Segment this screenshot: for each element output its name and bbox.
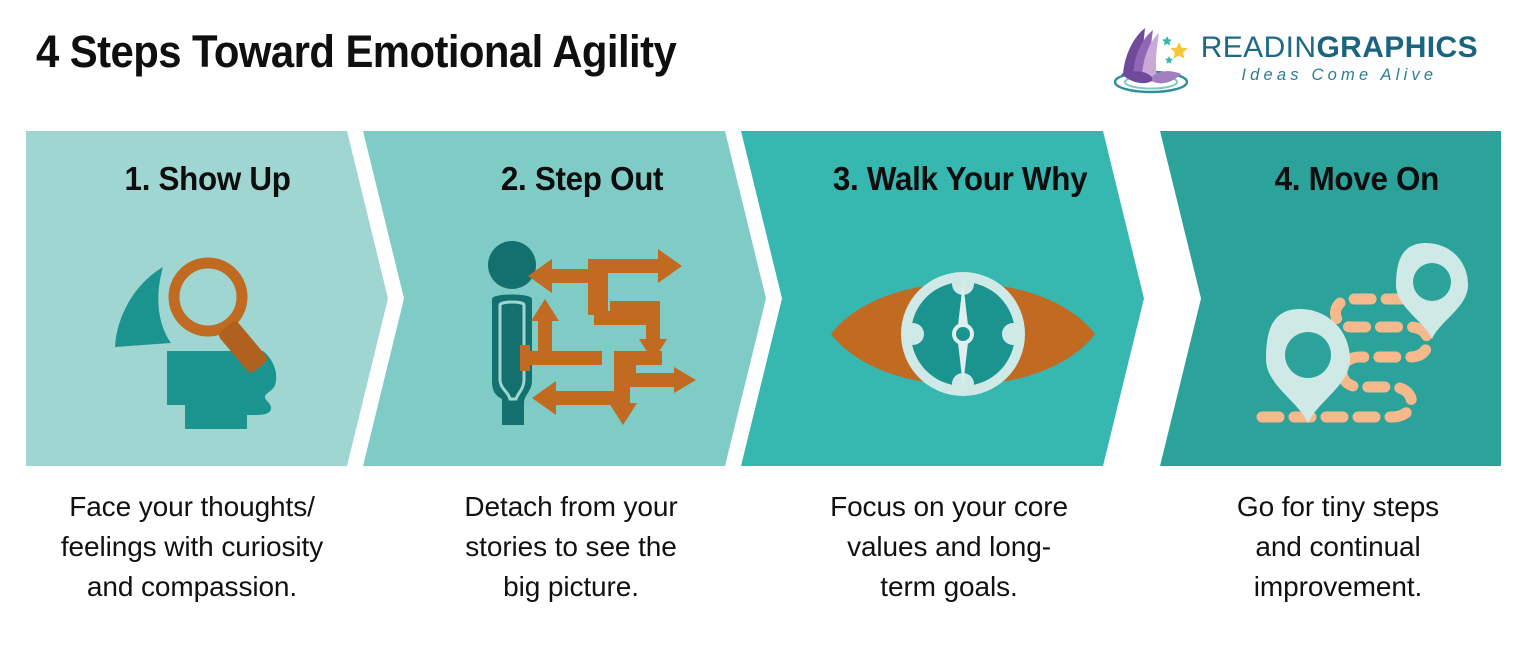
step-chevron-2[interactable]: 2. Step Out [363, 131, 766, 466]
page-title: 4 Steps Toward Emotional Agility [36, 26, 677, 77]
caption-line: values and long- [847, 531, 1051, 562]
open-head-with-magnifier-icon [26, 231, 388, 436]
caption-line: big picture. [503, 571, 639, 602]
map-pins-with-dashed-route-icon [1119, 231, 1501, 436]
caption-line: stories to see the [465, 531, 677, 562]
caption-line: Detach from your [464, 491, 678, 522]
step-title-4: 4. Move On [1274, 160, 1440, 197]
caption-line: and compassion. [86, 571, 298, 602]
logo-word-regular: READIN [1200, 31, 1317, 65]
step-chevron-3[interactable]: 3. Walk Your Why [741, 131, 1144, 466]
caption-line: Focus on your core [830, 491, 1068, 522]
logo-word-bold: GRAPHICS [1316, 31, 1478, 65]
caption-line: term goals. [880, 571, 1018, 602]
logo-word: READINGRAPHICS [1200, 31, 1478, 65]
logo-tagline: Ideas Come Alive [1241, 65, 1438, 84]
steps-chevron-band: 1. Show Up 2. Step Out [26, 131, 1501, 466]
step-chevron-1[interactable]: 1. Show Up [26, 131, 388, 466]
step-caption-2: Detach from your stories to see the big … [384, 487, 758, 637]
caption-line: Face your thoughts/ [69, 491, 315, 522]
step-captions: Face your thoughts/ feelings with curios… [0, 487, 1536, 637]
step-chevron-4[interactable]: 4. Move On [1119, 131, 1501, 466]
step-title-3: 3. Walk Your Why [832, 160, 1088, 197]
caption-line: improvement. [1253, 571, 1423, 602]
caption-line: feelings with curiosity [60, 531, 324, 562]
caption-line: and continual [1255, 531, 1421, 562]
caption-line: Go for tiny steps [1236, 491, 1440, 522]
brand-logo: READINGRAPHICS Ideas Come Alive [1109, 20, 1478, 98]
open-book-with-stars-logo-icon [1109, 22, 1195, 96]
header: 4 Steps Toward Emotional Agility RE [0, 0, 1536, 118]
step-title-2: 2. Step Out [500, 160, 664, 197]
eye-with-compass-icon [741, 231, 1144, 436]
step-caption-4: Go for tiny steps and continual improvem… [1140, 487, 1536, 637]
step-caption-3: Focus on your core values and long- term… [758, 487, 1140, 637]
person-with-multidirectional-arrows-icon [363, 231, 766, 436]
step-caption-1: Face your thoughts/ feelings with curios… [0, 487, 384, 637]
step-title-1: 1. Show Up [124, 160, 291, 197]
logo-wordmark: READINGRAPHICS Ideas Come Alive [1200, 31, 1478, 85]
